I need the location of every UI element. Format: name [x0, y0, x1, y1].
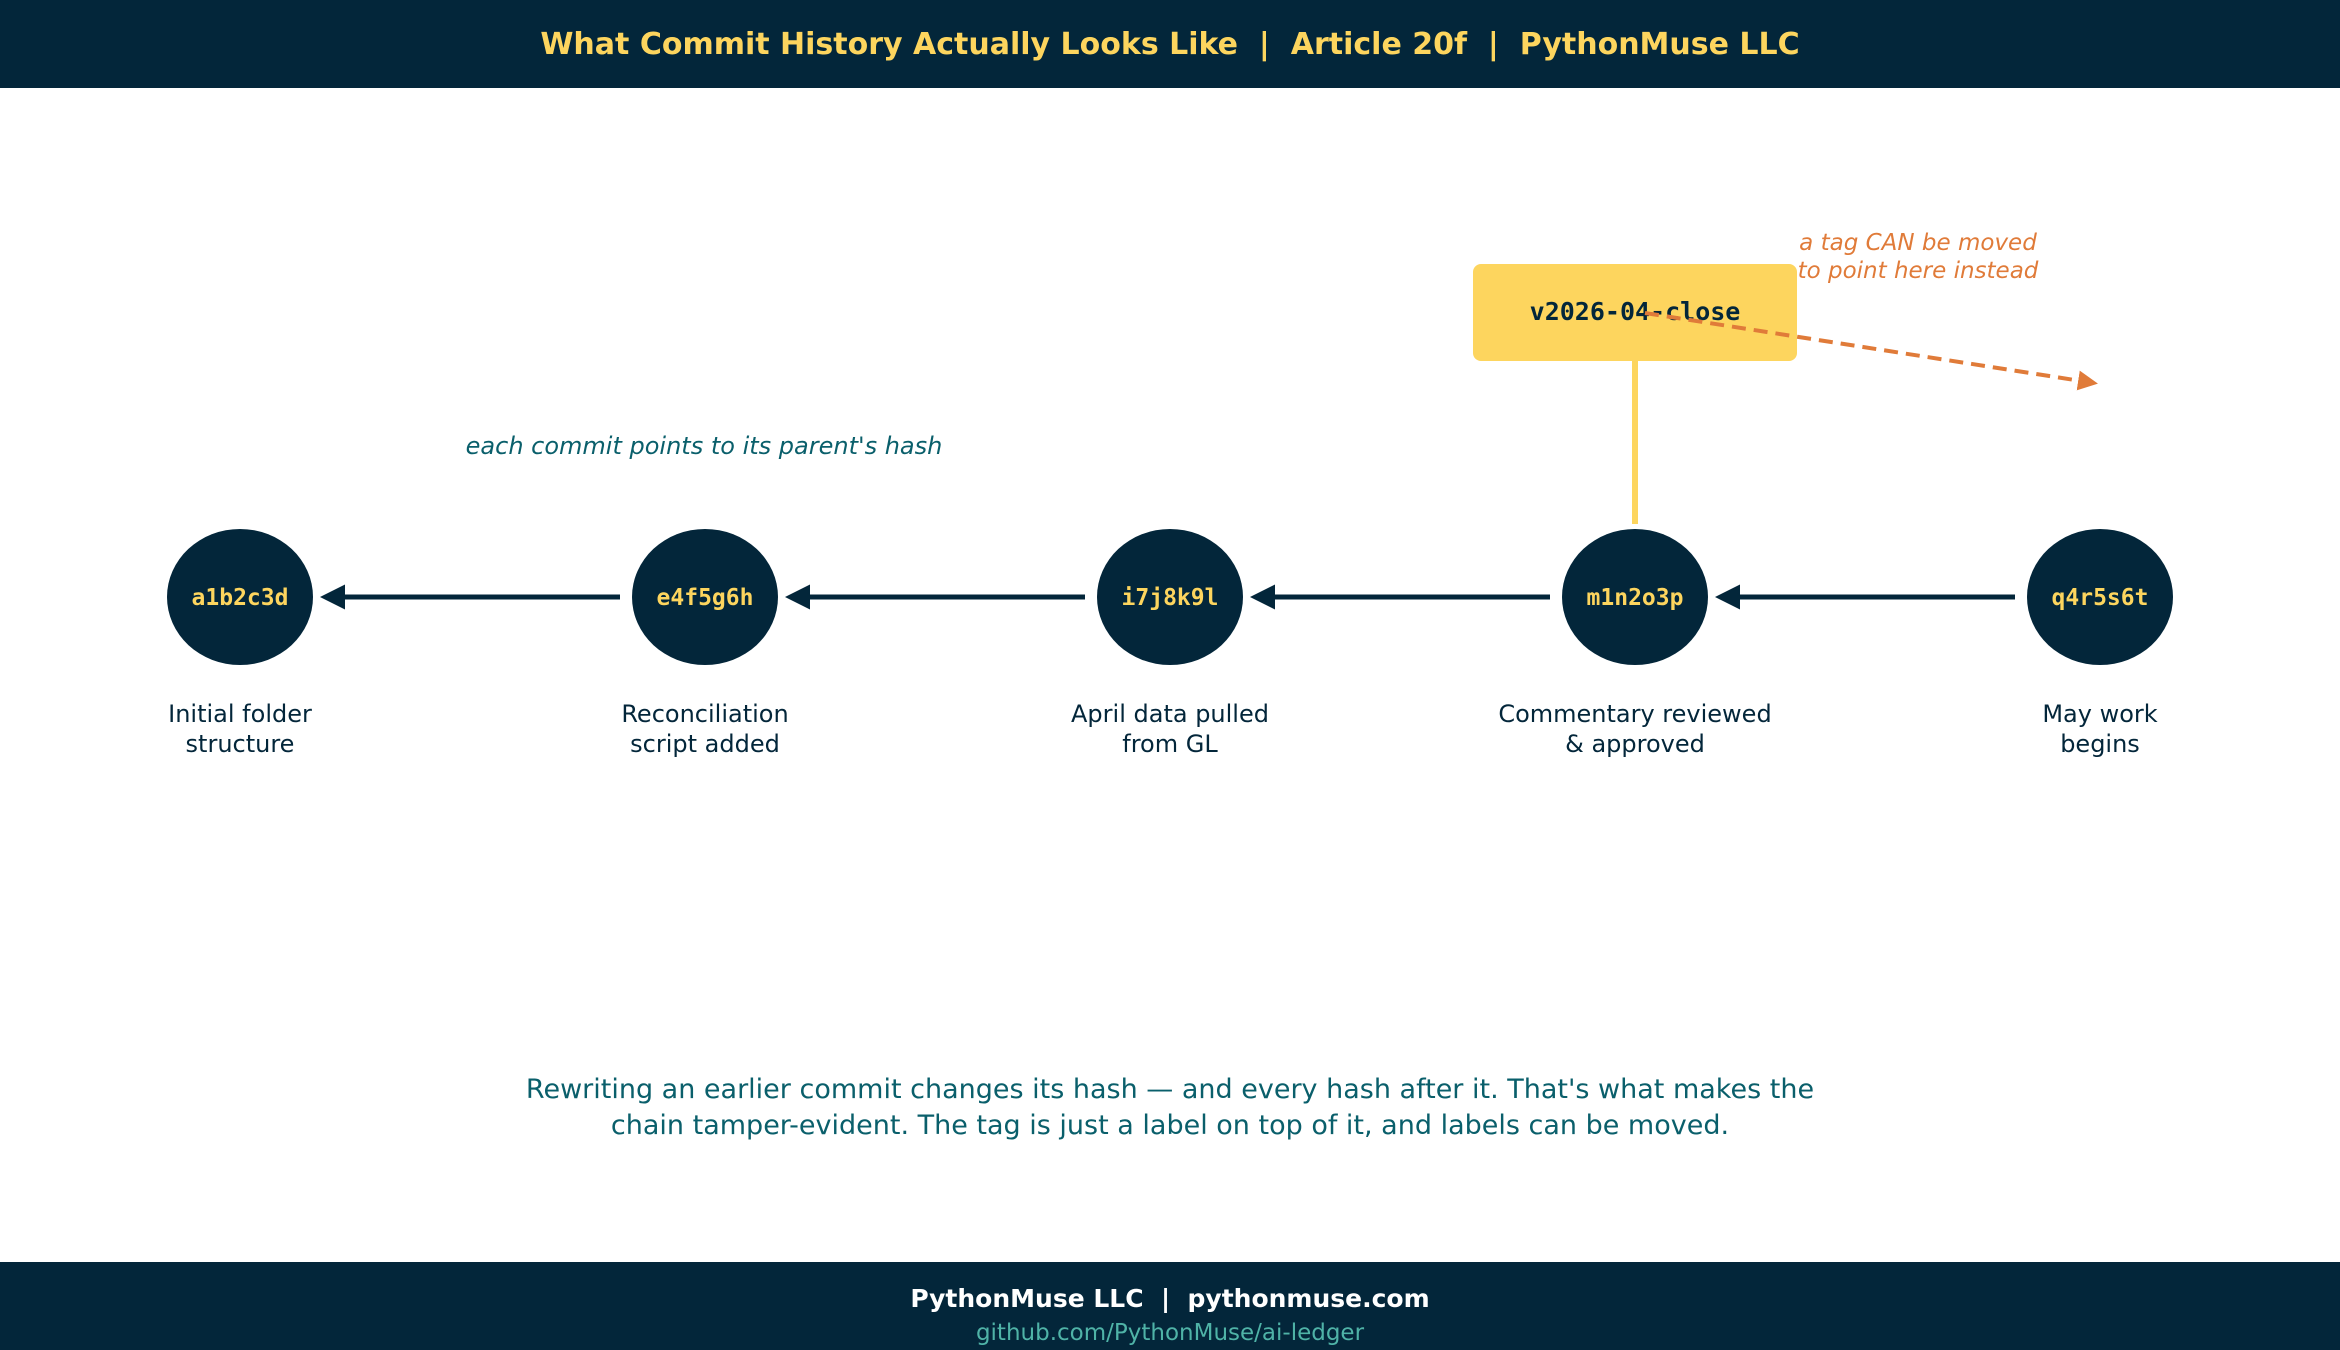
commit-description-line: Commentary reviewed — [1498, 700, 1771, 728]
commit-circle[interactable] — [1562, 529, 1708, 665]
footer-company: PythonMuse LLC | pythonmuse.com — [910, 1284, 1430, 1313]
tag-move-note-line-1: a tag CAN be moved — [1799, 230, 2037, 256]
commit-hash-label: i7j8k9l — [1122, 585, 1219, 611]
commit-hash-label: m1n2o3p — [1587, 585, 1684, 611]
tag-box — [1473, 264, 1797, 361]
commit-description-line: April data pulled — [1071, 700, 1269, 728]
commit-circle[interactable] — [167, 529, 313, 665]
commit-description-line: script added — [630, 730, 780, 758]
commit-description-line: from GL — [1122, 730, 1218, 758]
commit-description-line: & approved — [1565, 730, 1705, 758]
tag-move-arrow — [1644, 311, 2098, 391]
commit-description-line: Reconciliation — [621, 700, 788, 728]
bottom-note-line-1: Rewriting an earlier commit changes its … — [526, 1074, 1814, 1105]
commit-description-line: Initial folder — [168, 700, 312, 728]
header-bar: What Commit History Actually Looks Like … — [0, 0, 2340, 88]
commit-description-line: May work — [2042, 700, 2157, 728]
header-title: What Commit History Actually Looks Like … — [540, 26, 1800, 62]
commit-hash-label: a1b2c3d — [192, 585, 289, 611]
commit-description-line: begins — [2060, 730, 2140, 758]
tag-label: v2026-04-close — [1530, 297, 1741, 326]
parent-hash-note: each commit points to its parent's hash — [466, 432, 943, 460]
commit-circle[interactable] — [2027, 529, 2173, 665]
commit-description-line: structure — [186, 730, 295, 758]
commit-hash-label: e4f5g6h — [657, 585, 754, 611]
footer-bar: PythonMuse LLC | pythonmuse.com github.c… — [0, 1262, 2340, 1350]
tag-move-note-line-2: to point here instead — [1798, 258, 2039, 284]
bottom-note-line-2: chain tamper-evident. The tag is just a … — [611, 1110, 1729, 1141]
footer-repo-link[interactable]: github.com/PythonMuse/ai-ledger — [975, 1320, 1365, 1346]
commit-hash-label: q4r5s6t — [2052, 585, 2149, 611]
commit-circle[interactable] — [1097, 529, 1243, 665]
commit-circle[interactable] — [632, 529, 778, 665]
